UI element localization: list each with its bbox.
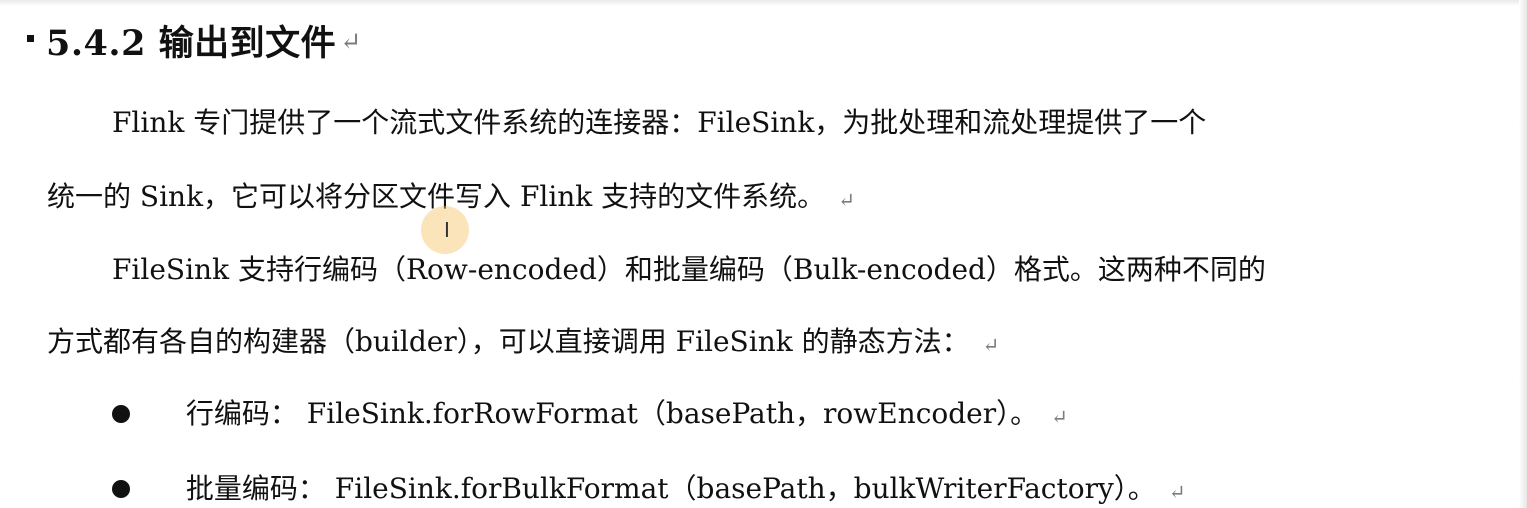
text-cursor-icon: I: [444, 218, 450, 242]
section-heading: 5.4.2 输出到文件 ↵: [27, 14, 362, 66]
mouse-highlight: [421, 206, 469, 254]
paragraph-mark-icon: ↵: [982, 333, 1000, 357]
bullet-dot-icon: [112, 405, 130, 423]
bullet-dot-icon: [112, 480, 130, 498]
heading-marker-icon: [27, 34, 34, 42]
list-item: 批量编码： FileSink.forBulkFormat（basePath，bu…: [112, 475, 1186, 503]
heading-text: 5.4.2 输出到文件: [46, 22, 337, 64]
window-top-edge: [0, 0, 1527, 6]
paragraph-1-line-2-text: 统一的 Sink，它可以将分区文件写入 Flink 支持的文件系统。: [47, 180, 826, 213]
list-item-text: 行编码： FileSink.forRowFormat（basePath，rowE…: [185, 397, 1039, 430]
paragraph-2-line-1: FileSink 支持行编码（Row-encoded）和批量编码（Bulk-en…: [112, 253, 1266, 286]
paragraph-mark-icon: ↵: [340, 26, 362, 56]
list-item-text: 批量编码： FileSink.forBulkFormat（basePath，bu…: [185, 472, 1156, 505]
paragraph-1-line-2: 统一的 Sink，它可以将分区文件写入 Flink 支持的文件系统。 ↵: [47, 183, 855, 211]
paragraph-2-line-2: 方式都有各自的构建器（builder），可以直接调用 FileSink 的静态方…: [47, 328, 999, 356]
paragraph-mark-icon: ↵: [838, 188, 855, 212]
paragraph-1-line-1: Flink 专门提供了一个流式文件系统的连接器：FileSink，为批处理和流处…: [112, 106, 1207, 139]
list-item: 行编码： FileSink.forRowFormat（basePath，rowE…: [112, 400, 1068, 428]
paragraph-2-line-2-text: 方式都有各自的构建器（builder），可以直接调用 FileSink 的静态方…: [47, 325, 970, 358]
window-right-edge: [1519, 0, 1527, 508]
paragraph-mark-icon: ↵: [1051, 405, 1068, 429]
paragraph-mark-icon: ↵: [1168, 480, 1186, 504]
